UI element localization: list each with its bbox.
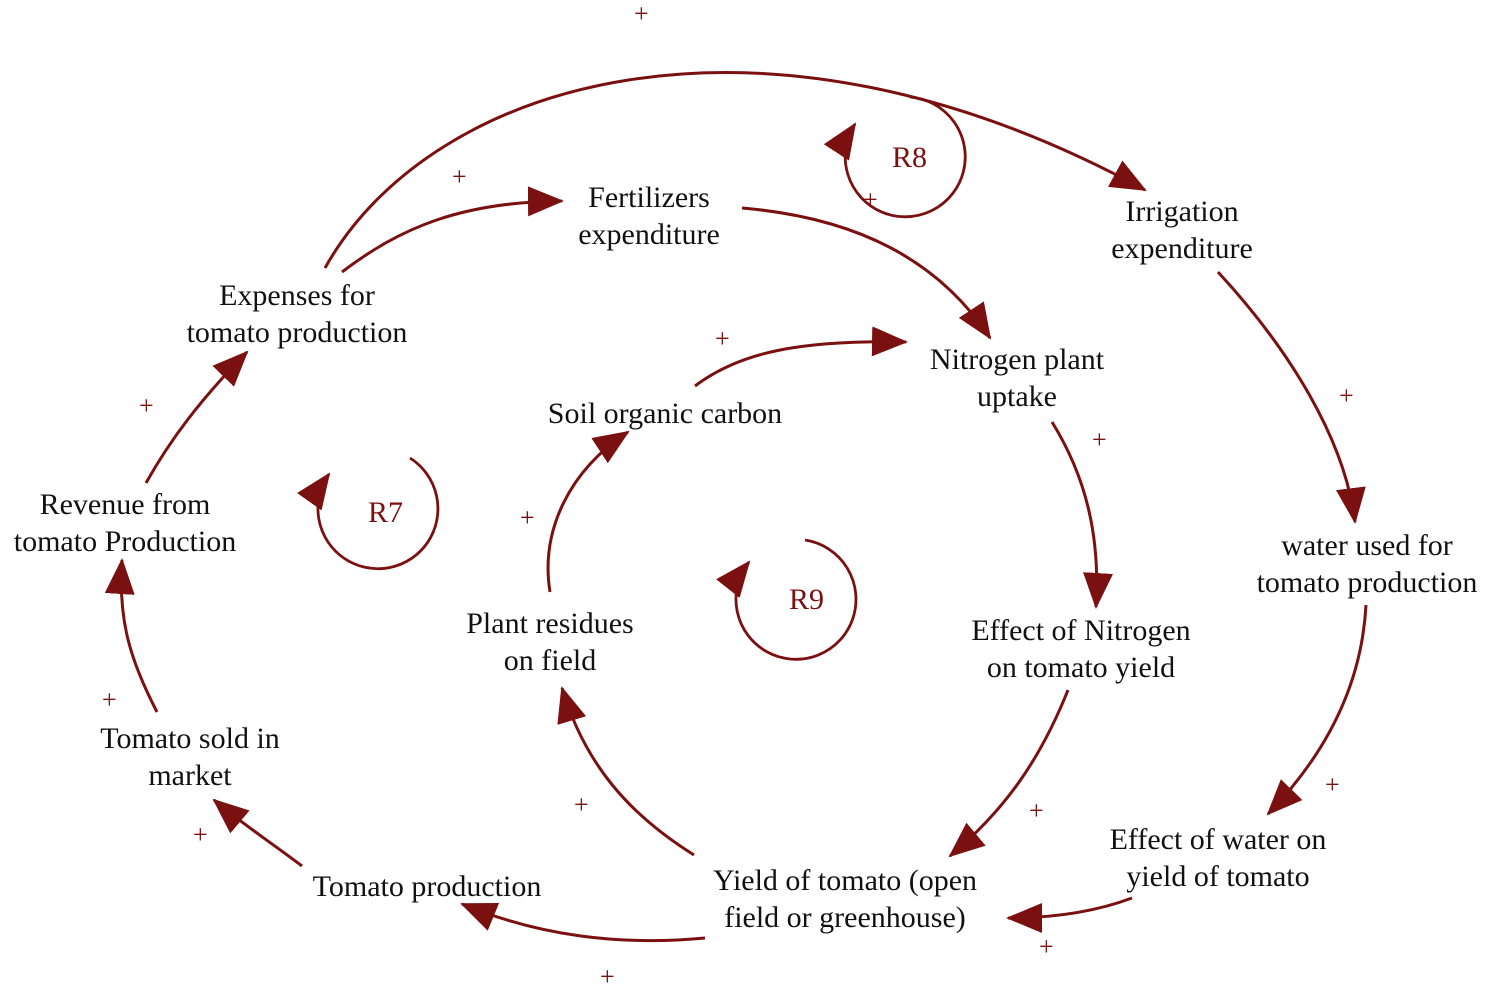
link-expenses-to-fertilizers [341,186,564,274]
polarity-sign: + [193,820,208,849]
node-label-line: water used for [1281,529,1453,562]
variable-nodes: Expenses for tomato production Fertilize… [14,181,1478,934]
loop-r8-circle [823,95,967,219]
link-tomato-production-to-tomato-sold [212,798,303,868]
node-tomato-production: Tomato production [313,870,542,903]
link-fertilizers-to-nitrogen-uptake [741,206,992,340]
node-tomato-sold-in-market: Tomato sold in market [100,722,280,792]
node-yield-of-tomato: Yield of tomato (open field or greenhous… [713,864,977,934]
node-fertilizers-expenditure: Fertilizers expenditure [578,181,720,251]
node-soil-organic-carbon: Soil organic carbon [548,397,782,430]
polarity-sign: + [452,162,467,191]
node-label-line: Soil organic carbon [548,397,782,430]
node-nitrogen-plant-uptake: Nitrogen plant uptake [930,343,1105,413]
node-label-line: market [148,759,232,792]
polarity-sign: + [715,324,730,353]
causal-links [104,71,1368,943]
link-nitrogen-uptake-to-effect-nitrogen [1050,421,1113,609]
polarity-sign: + [1325,770,1340,799]
node-plant-residues-on-field: Plant residues on field [466,607,633,677]
node-label-line: tomato production [187,316,408,349]
node-label-line: Plant residues [466,607,633,640]
link-water-used-to-effect-water [1266,604,1368,816]
link-effect-nitrogen-to-yield [948,689,1070,858]
node-label-line: yield of tomato [1126,860,1309,893]
polarity-sign: + [102,685,117,714]
polarity-sign: + [520,503,535,532]
node-expenses-for-tomato-production: Expenses for tomato production [187,279,408,349]
link-irrigation-to-water-used [1216,270,1366,524]
node-label-line: expenditure [578,218,720,251]
node-label-line: field or greenhouse) [724,901,966,934]
loop-label-r7: R7 [368,496,403,529]
node-label-line: Nitrogen plant [930,343,1105,376]
node-label-line: Tomato sold in [100,722,280,755]
link-yield-to-plant-residues [557,686,695,857]
node-label-line: Expenses for [219,279,375,312]
node-water-used-for-tomato-production: water used for tomato production [1257,529,1478,599]
link-plant-residues-to-soil-carbon [546,430,630,593]
loop-r7-circle [297,456,440,571]
node-label-line: Effect of Nitrogen [971,614,1190,647]
node-label-line: Revenue from [40,488,211,521]
node-label-line: expenditure [1111,232,1253,265]
polarity-sign: + [1339,381,1354,410]
loop-label-r8: R8 [892,141,927,174]
node-effect-of-water-on-yield-of-tomato: Effect of water on yield of tomato [1110,823,1327,893]
link-revenue-to-expenses [144,350,249,484]
node-label-line: Yield of tomato (open [713,864,977,897]
polarity-sign: + [634,0,649,28]
node-label-line: on tomato yield [987,651,1175,684]
loop-label-r9: R9 [789,583,824,616]
link-effect-water-to-yield [1006,896,1133,933]
node-label-line: uptake [977,380,1057,413]
polarity-signs: + + + + + + + + + + + + + + + [102,0,1354,990]
node-label-line: Fertilizers [588,181,710,214]
polarity-sign: + [1092,425,1107,454]
loop-r9-circle [716,538,858,661]
polarity-sign: + [863,185,878,214]
node-label-line: Tomato production [313,870,542,903]
polarity-sign: + [574,790,589,819]
node-label-line: tomato Production [14,525,236,558]
node-label-line: Effect of water on [1110,823,1327,856]
node-irrigation-expenditure: Irrigation expenditure [1111,195,1253,265]
link-soil-carbon-to-nitrogen-uptake [694,326,908,388]
polarity-sign: + [600,962,615,990]
link-expenses-to-irrigation [323,71,1147,269]
node-label-line: tomato production [1257,566,1478,599]
polarity-sign: + [1039,932,1054,961]
link-tomato-sold-to-revenue [104,558,159,713]
polarity-sign: + [1029,796,1044,825]
node-effect-of-nitrogen-on-tomato-yield: Effect of Nitrogen on tomato yield [971,614,1190,684]
node-revenue-from-tomato-production: Revenue from tomato Production [14,488,236,558]
node-label-line: Irrigation [1125,195,1238,228]
loop-markers: R7 R8 R9 [297,95,967,661]
node-label-line: on field [504,644,596,677]
link-yield-to-tomato-production [460,902,706,943]
polarity-sign: + [139,391,154,420]
